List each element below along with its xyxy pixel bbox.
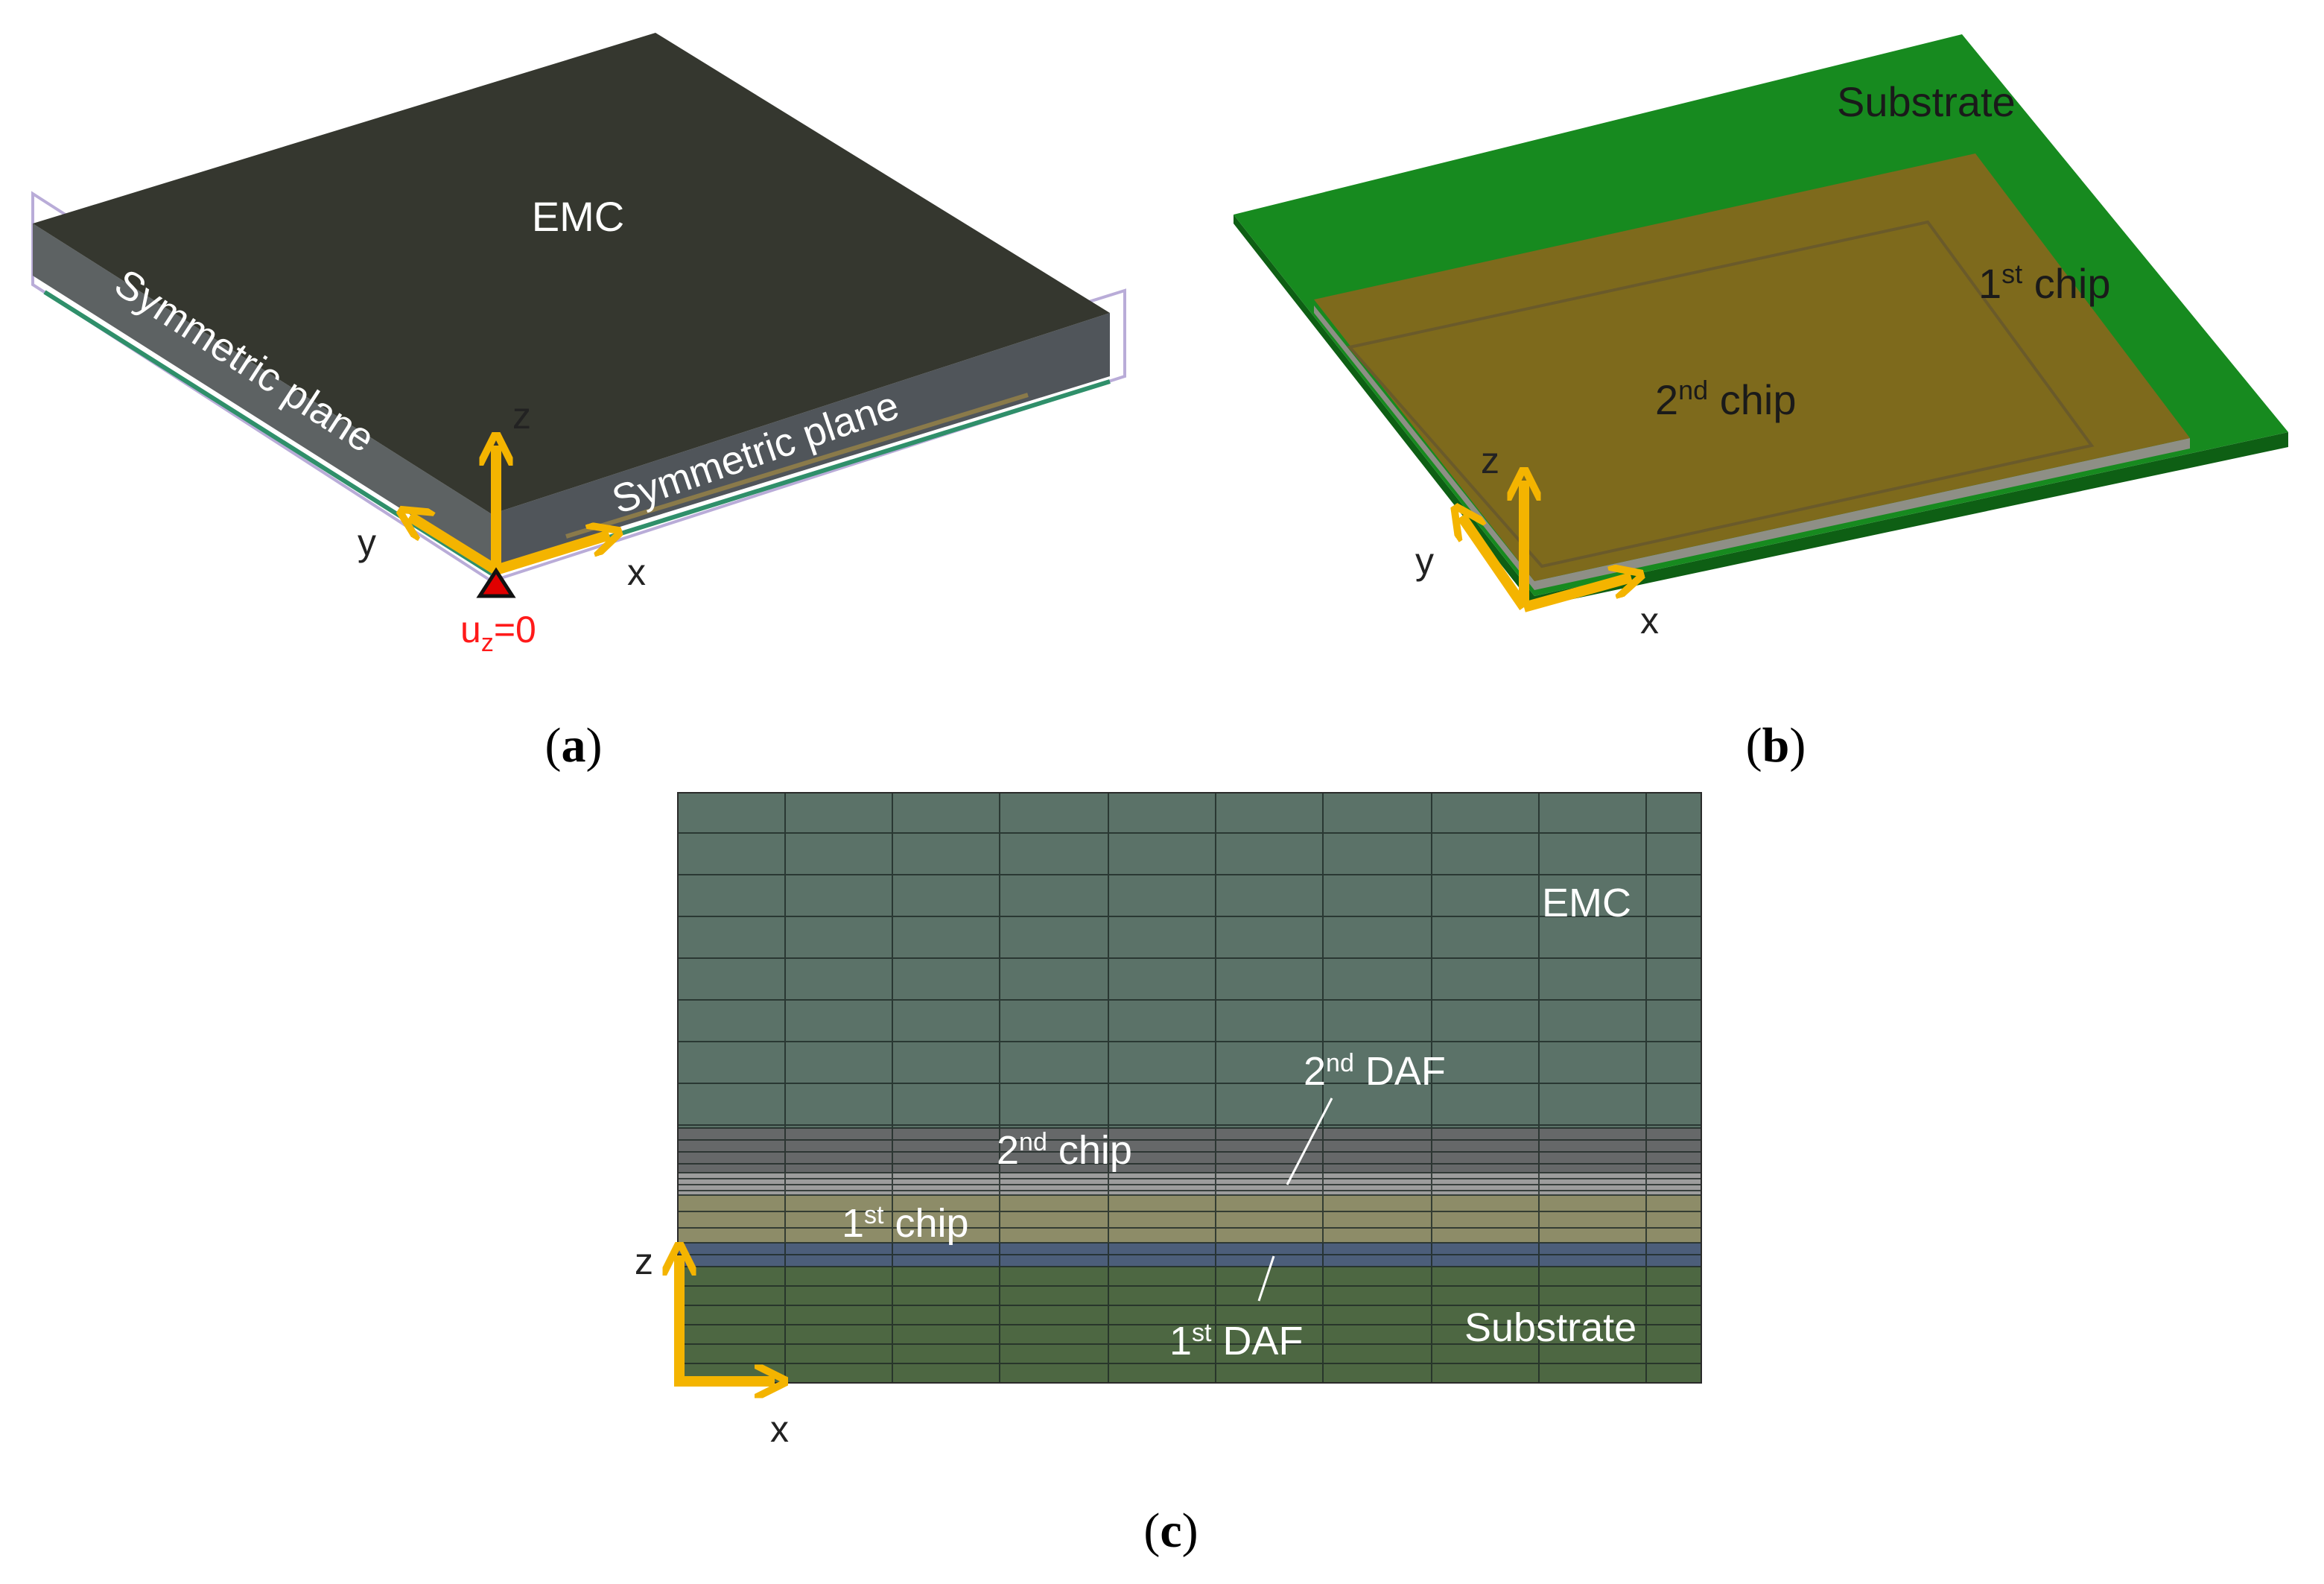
daf2-label: 2nd DAF bbox=[1304, 1049, 1446, 1094]
axis-y-label: y bbox=[358, 522, 376, 563]
chip2-num: 2 bbox=[997, 1128, 1019, 1173]
caption-b-letter: b bbox=[1762, 718, 1790, 773]
caption-a: (a) bbox=[545, 718, 603, 773]
mesh-chip2 bbox=[678, 1128, 1701, 1173]
chip1-num: 1 bbox=[1978, 260, 2001, 307]
daf1-leader bbox=[1257, 1255, 1275, 1302]
emc-label: EMC bbox=[532, 193, 624, 240]
chip1-outline bbox=[1347, 220, 2095, 568]
axis-x-label: x bbox=[627, 551, 646, 593]
axis-z-label: z bbox=[1481, 440, 1499, 481]
boundary-condition-marker bbox=[476, 567, 516, 598]
emc-right-side bbox=[492, 313, 1110, 566]
chip1-word: chip bbox=[2022, 260, 2110, 307]
axis-z-label: z bbox=[635, 1241, 653, 1282]
chip2-num: 2 bbox=[1655, 376, 1678, 423]
chip2-label: 2nd chip bbox=[997, 1128, 1132, 1173]
chip-stripe-right bbox=[565, 393, 1029, 539]
daf2-sup: nd bbox=[1326, 1049, 1354, 1077]
panel-b: Substrate 1st chip 2nd chip z y x bbox=[1234, 34, 2288, 641]
emc-label: EMC bbox=[1542, 881, 1631, 925]
emc-top-face bbox=[33, 33, 1110, 514]
panel-a: EMC Symmetric plane Symmetric plane z y … bbox=[31, 33, 1126, 657]
chip1-sup: st bbox=[864, 1201, 884, 1229]
axis-y-arrow bbox=[1461, 516, 1528, 610]
chip2-label: 2nd chip bbox=[1655, 375, 1797, 423]
chip1-label: 1st chip bbox=[1978, 259, 2110, 307]
axis-x-label: x bbox=[1640, 600, 1659, 641]
caption-c: (c) bbox=[1143, 1504, 1198, 1558]
bc-value: =0 bbox=[494, 609, 536, 650]
chip1-sup: st bbox=[2001, 259, 2022, 289]
chip1-word: chip bbox=[884, 1201, 969, 1246]
axis-x-label: x bbox=[770, 1408, 789, 1450]
daf1-num: 1 bbox=[1169, 1319, 1192, 1363]
bc-subscript: z bbox=[481, 629, 494, 657]
mesh-border bbox=[677, 792, 1702, 1384]
daf1-label: 1st DAF bbox=[1169, 1319, 1304, 1363]
emc-left-side bbox=[33, 224, 492, 566]
axis-y-arrow bbox=[410, 516, 499, 574]
panel-c: EMC 2nd DAF 2nd chip 1st chip 1st DAF Su… bbox=[635, 792, 1702, 1450]
chip1-num: 1 bbox=[842, 1201, 864, 1246]
axis-z-label: z bbox=[512, 395, 531, 437]
chip2-word: chip bbox=[1708, 376, 1796, 423]
substrate-label: Substrate bbox=[1837, 78, 2016, 125]
chip2-sup: nd bbox=[1019, 1128, 1047, 1156]
bc-u: u bbox=[460, 609, 481, 650]
daf1-sup: st bbox=[1192, 1319, 1212, 1347]
mesh-grid bbox=[678, 793, 1701, 1383]
axis-y-label: y bbox=[1415, 540, 1434, 582]
substrate-label: Substrate bbox=[1464, 1305, 1636, 1350]
mesh-emc bbox=[678, 793, 1701, 1128]
axis-x-arrow bbox=[494, 535, 609, 575]
daf2-leader bbox=[1286, 1097, 1333, 1185]
caption-b: (b) bbox=[1746, 718, 1806, 773]
boundary-condition-label: uz=0 bbox=[460, 609, 536, 657]
daf2-num: 2 bbox=[1304, 1049, 1326, 1094]
chip1-label: 1st chip bbox=[842, 1201, 969, 1246]
caption-a-letter: a bbox=[562, 718, 586, 773]
axis-x-arrow bbox=[1523, 577, 1631, 612]
caption-c-letter: c bbox=[1160, 1504, 1181, 1558]
chip2-word: chip bbox=[1047, 1128, 1132, 1173]
daf2-word: DAF bbox=[1354, 1049, 1446, 1094]
daf1-word: DAF bbox=[1212, 1319, 1304, 1363]
mesh-chip1 bbox=[678, 1195, 1701, 1243]
chip2-sup: nd bbox=[1678, 375, 1708, 405]
